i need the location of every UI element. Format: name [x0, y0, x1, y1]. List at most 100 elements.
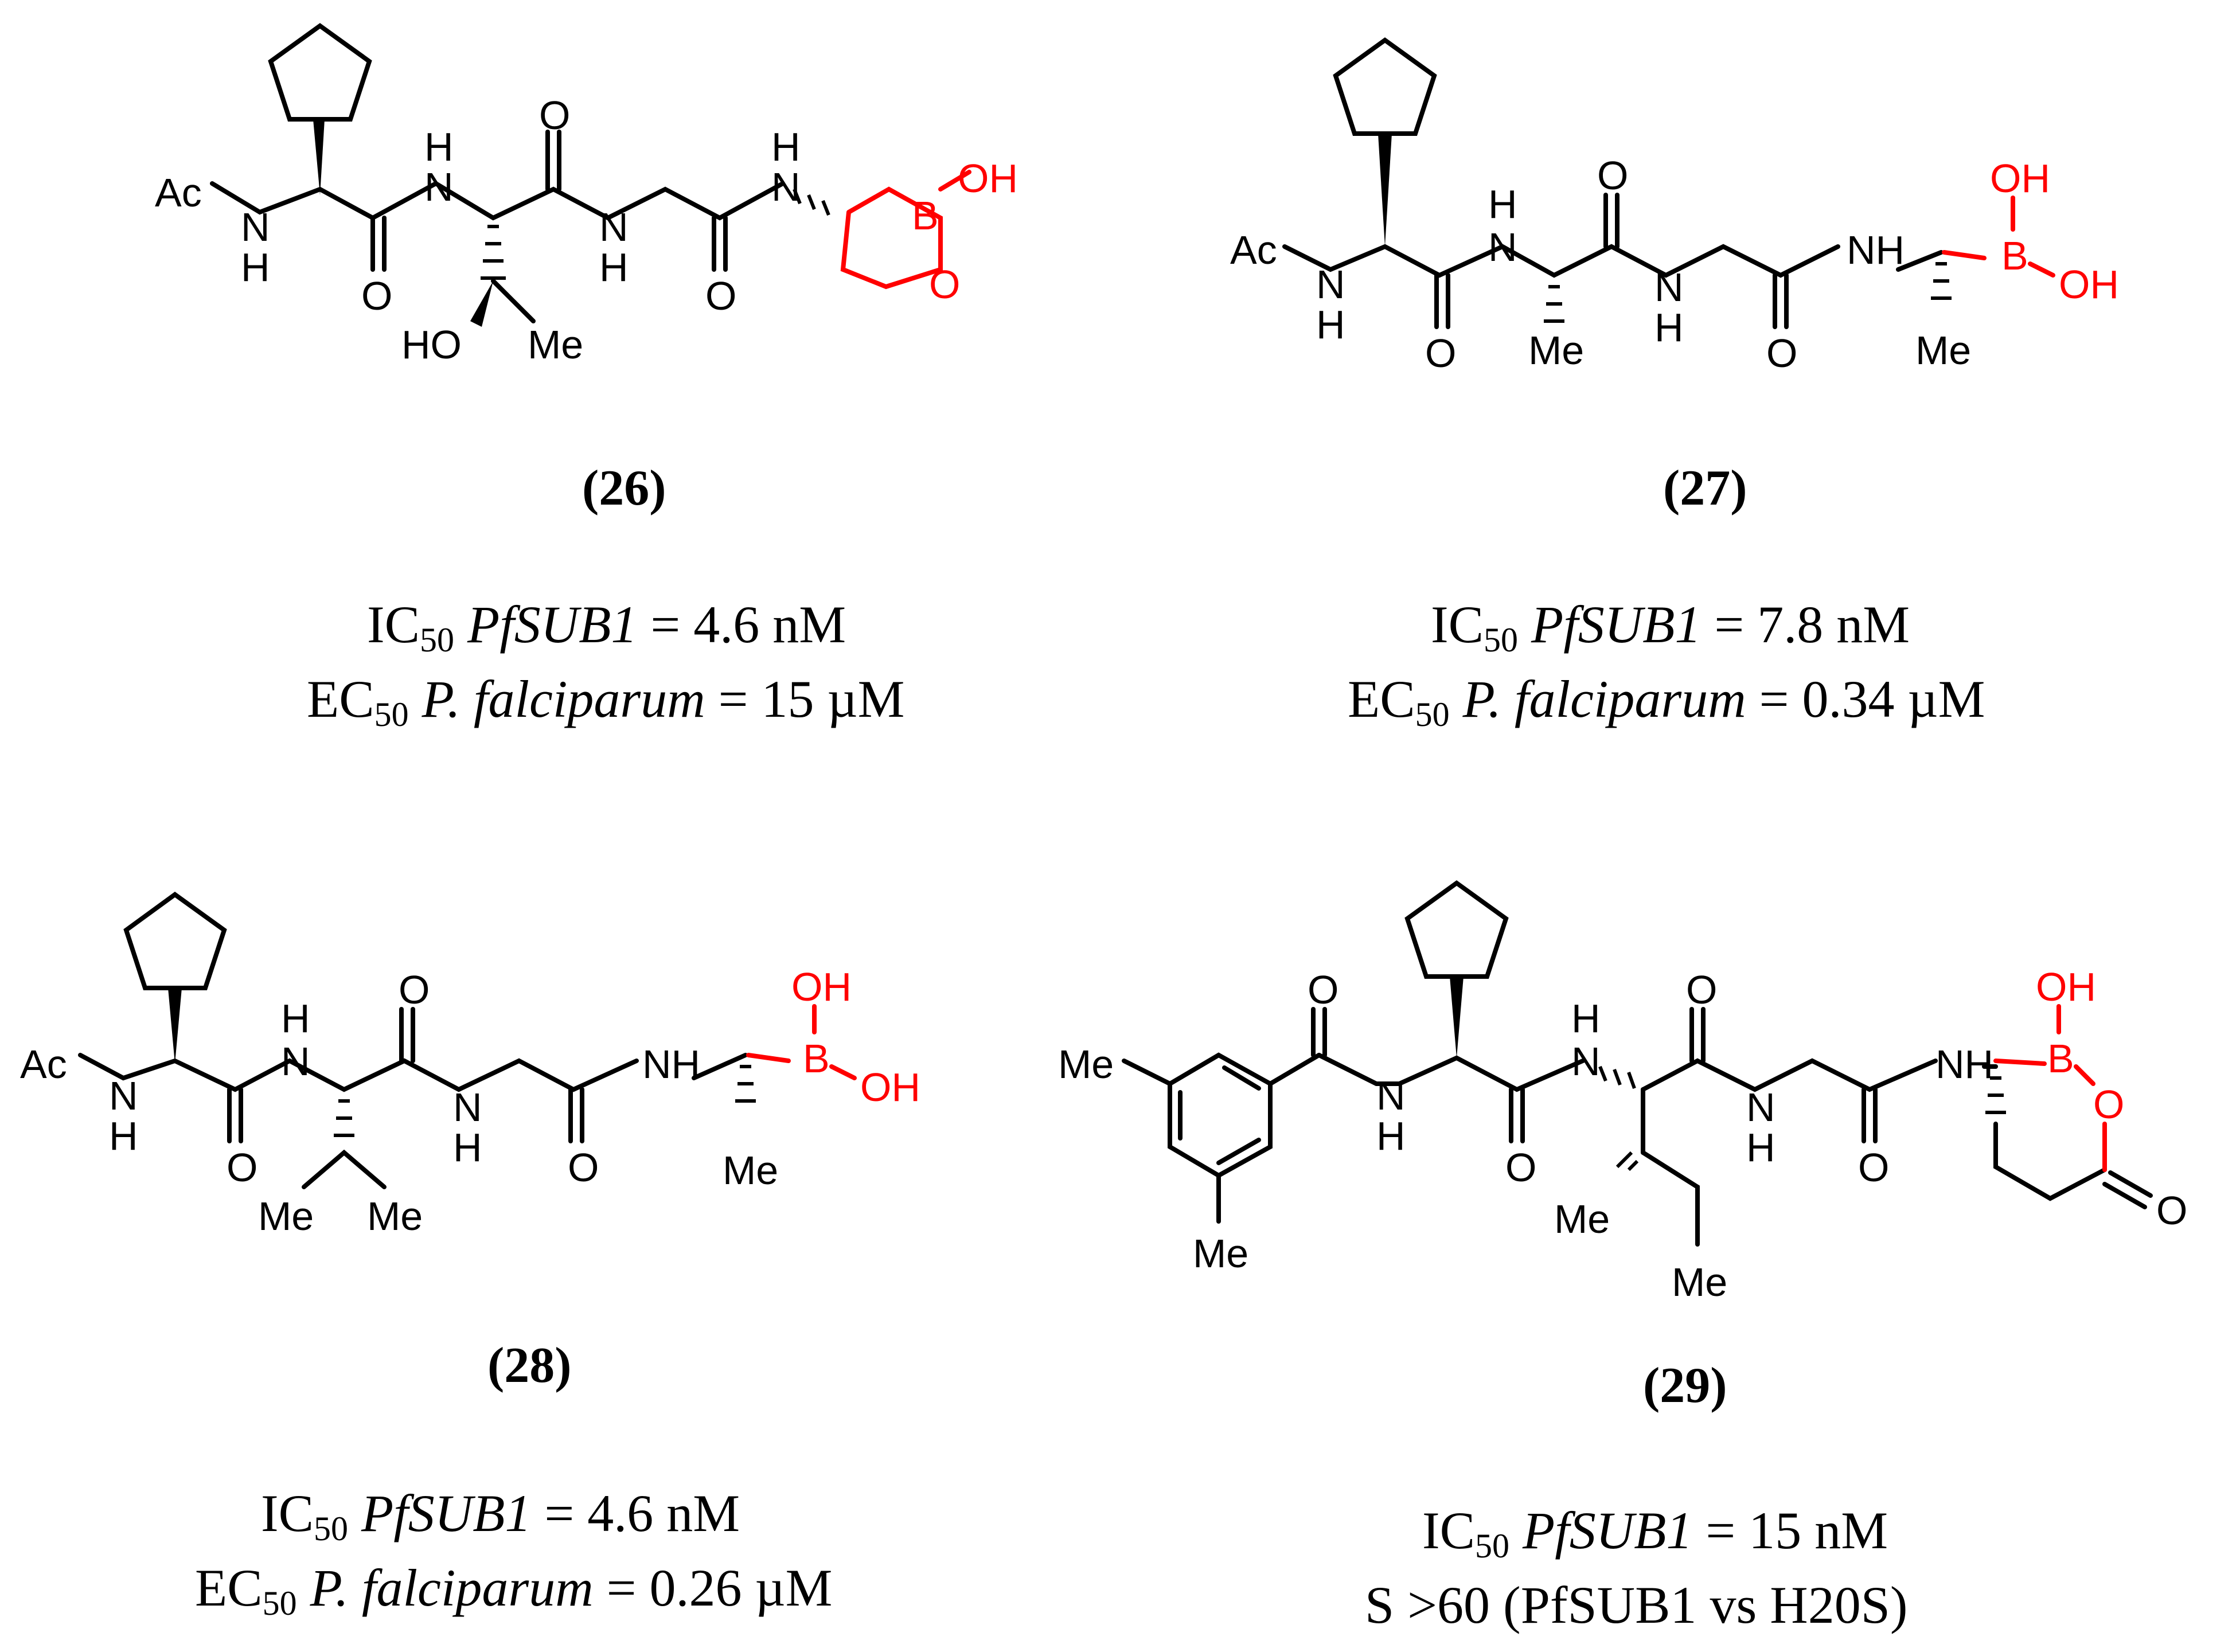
hydrogen-label: H — [424, 124, 454, 169]
hydrogen-label: H — [1746, 1125, 1775, 1170]
compound-26-atom-labels: Ac N H O H N O N H O H N HO Me B OH O — [155, 93, 1018, 367]
methyl-label: Me — [367, 1194, 423, 1239]
b-oh-bond — [938, 170, 971, 192]
compound-29-label: (29) — [1643, 1358, 1727, 1413]
cyclopentyl-ring — [123, 892, 227, 990]
acetyl-label: Ac — [1230, 228, 1277, 272]
methyl-bond — [1122, 1059, 1172, 1086]
ring-carbon-bonds — [1993, 1122, 2107, 1201]
nitrogen-label: N — [1571, 1039, 1601, 1084]
aromatic-bond — [1222, 1065, 1261, 1091]
compound-26-structure — [210, 23, 971, 327]
hash-bond — [807, 194, 816, 210]
hydrogen-label: H — [771, 124, 801, 169]
compound-27-atom-labels: Ac N H O H N O Me N H O NH Me B OH OH — [1230, 153, 2119, 376]
compound-28-structure — [78, 892, 857, 1189]
compound-26-ec50: EC50 P. falciparum = 15 µM — [307, 670, 904, 733]
lactone-carbonyl-bond — [2102, 1182, 2147, 1209]
hash-bond — [1613, 1068, 1622, 1086]
methyl-label: Me — [528, 322, 583, 367]
b-o-bond — [2074, 1064, 2095, 1086]
xylyl-ring — [1168, 1052, 1273, 1178]
methyl-label: Me — [723, 1148, 778, 1193]
nitrogen-label: N — [109, 1073, 138, 1118]
wedge-bond — [1378, 134, 1392, 247]
oxygen-label: O — [1505, 1145, 1536, 1190]
methyl-label: Me — [1672, 1260, 1727, 1305]
boronic-oh-label: OH — [860, 1065, 920, 1110]
boron-label: B — [2001, 233, 2028, 278]
oxygen-label: O — [399, 967, 430, 1012]
oxygen-label: O — [568, 1145, 599, 1190]
peptide-backbone — [78, 1053, 639, 1092]
hash-bond — [1598, 1065, 1607, 1082]
compound-28-ic50: IC50 PfSUB1 = 4.6 nM — [261, 1484, 740, 1548]
oxygen-label: O — [1425, 331, 1456, 376]
oxygen-label: O — [1858, 1145, 1889, 1190]
hydrogen-label: H — [599, 245, 629, 290]
boronic-oh-label: OH — [791, 964, 852, 1009]
oxaborolane-ring — [840, 186, 943, 290]
compound-29-structure — [1122, 880, 2153, 1247]
compound-28-label: (28) — [487, 1338, 572, 1393]
methyl-label: Me — [258, 1194, 314, 1239]
hydrogen-label: H — [109, 1114, 138, 1158]
nitrogen-label: N — [771, 165, 801, 209]
methyl-label: Me — [1915, 328, 1971, 373]
oxygen-label: O — [539, 93, 570, 138]
peptide-backbone — [210, 181, 785, 221]
alpha-bond — [692, 1053, 748, 1080]
peptide-backbone — [1641, 1058, 1938, 1092]
oxygen-label: O — [1766, 331, 1797, 376]
isopropyl-bonds — [302, 1149, 387, 1189]
compound-26-ic50: IC50 PfSUB1 = 4.6 nM — [367, 595, 846, 659]
nitrogen-label: N — [453, 1085, 482, 1130]
boron-label: B — [2047, 1036, 2074, 1081]
nitrogen-label: N — [281, 1039, 310, 1084]
nitrogen-label: N — [599, 205, 629, 249]
methyl-label: Me — [1528, 328, 1584, 373]
wedge-bond — [168, 988, 182, 1064]
compound-27-ic50: IC50 PfSUB1 = 7.8 nM — [1431, 595, 1910, 659]
nitrogen-label: N — [1376, 1073, 1406, 1118]
hydrogen-label: H — [1316, 302, 1345, 347]
compound-28-atom-labels: Ac N H O H N O N H O Me Me NH Me B OH OH — [20, 964, 920, 1239]
c-b-bond — [1942, 250, 1987, 260]
hash-bond — [1627, 1159, 1639, 1171]
methyl-label: Me — [1554, 1197, 1610, 1241]
cyclopentyl-ring — [1333, 37, 1437, 136]
methyl-label: Me — [1058, 1042, 1114, 1087]
hash-bond — [1627, 1071, 1636, 1089]
compound-27-ec50: EC50 P. falciparum = 0.34 µM — [1348, 670, 1985, 733]
hash-bond — [793, 188, 802, 205]
oxygen-label: O — [705, 274, 736, 318]
boronic-oh-label: OH — [2059, 262, 2119, 307]
hydrogen-label: H — [1654, 305, 1684, 350]
amide-nh-label: NH — [1935, 1042, 1993, 1087]
wedge-bond — [1450, 977, 1464, 1058]
oxygen-label: O — [361, 274, 392, 318]
b-oh-bond — [829, 1064, 857, 1080]
compound-29-selectivity: S >60 (PfSUB1 vs H20S) — [1365, 1576, 1908, 1634]
hydrogen-label: H — [241, 245, 270, 290]
boron-label: B — [912, 193, 939, 238]
compound-29-ic50: IC50 PfSUB1 = 15 nM — [1422, 1501, 1888, 1565]
ring-oxygen-label: O — [929, 262, 960, 307]
boronic-oh-label: OH — [2036, 964, 2096, 1009]
oxygen-label: O — [1308, 967, 1338, 1012]
nitrogen-label: N — [424, 165, 454, 209]
methyl-bond — [491, 279, 536, 323]
hydrogen-label: H — [281, 996, 310, 1041]
boron-label: B — [803, 1036, 830, 1081]
hydrogen-label: H — [1376, 1114, 1406, 1158]
lactone-oxygen-label: O — [2156, 1188, 2187, 1233]
b-oh-bond — [2028, 261, 2055, 278]
nitrogen-label: N — [1316, 262, 1345, 307]
aromatic-bond — [1216, 1138, 1261, 1165]
oxygen-label: O — [1597, 153, 1628, 198]
peptide-backbone — [1317, 1053, 1585, 1092]
alpha-bond — [1896, 250, 1944, 272]
hydrogen-label: H — [1571, 996, 1601, 1041]
amide-nh-label: NH — [1847, 228, 1905, 272]
